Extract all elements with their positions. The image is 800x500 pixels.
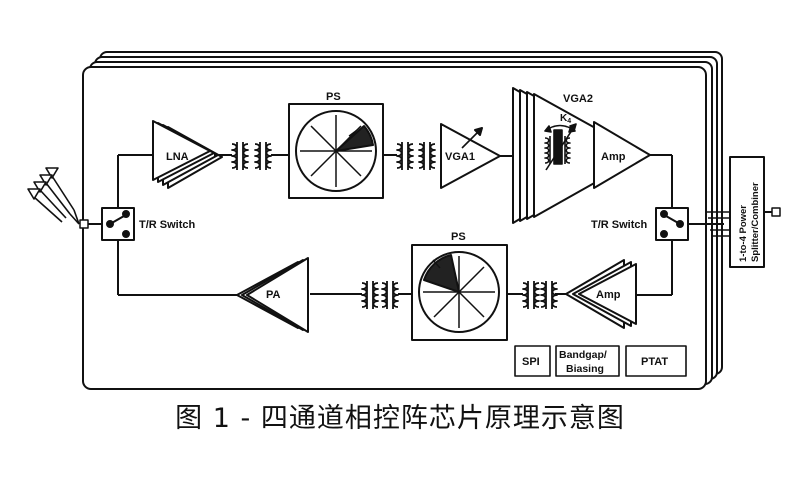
label-tr-switch-left: T/R Switch bbox=[139, 219, 196, 231]
figure-caption: 图 1 - 四通道相控阵芯片原理示意图 bbox=[175, 403, 625, 434]
antenna-array-icon bbox=[27, 167, 80, 225]
label-ps-top: PS bbox=[326, 91, 341, 103]
lna-amplifier-icon bbox=[152, 120, 223, 189]
label-splitter-line2: Splitter/Combiner bbox=[750, 182, 761, 262]
rf-port-left bbox=[79, 219, 89, 229]
tr-switch-left-icon bbox=[101, 207, 135, 241]
ptat-block bbox=[625, 345, 687, 377]
label-vga2: VGA2 bbox=[563, 93, 593, 105]
vga2-transformer-icon bbox=[544, 123, 577, 171]
label-splitter-line1: 1-to-4 Power bbox=[738, 205, 749, 262]
label-amp-bottom: Amp bbox=[596, 289, 621, 301]
spi-block bbox=[514, 345, 551, 377]
vga1-amplifier-icon bbox=[440, 123, 501, 189]
phase-shifter-top-icon bbox=[288, 103, 384, 199]
label-vga1: VGA1 bbox=[445, 151, 475, 163]
bandgap-block bbox=[555, 345, 620, 377]
label-spi: SPI bbox=[522, 356, 540, 368]
label-lna: LNA bbox=[166, 151, 189, 163]
label-tr-switch-right: T/R Switch bbox=[591, 219, 648, 231]
label-ps-bottom: PS bbox=[451, 231, 466, 243]
vga2-amplifier-icon bbox=[512, 87, 645, 224]
label-bandgap-line2: Biasing bbox=[566, 363, 604, 375]
label-k4: K4 bbox=[560, 113, 571, 125]
pa-amplifier-icon bbox=[236, 257, 309, 333]
transformer-1-icon bbox=[231, 142, 272, 170]
label-bandgap-line1: Bandgap/ bbox=[559, 349, 607, 361]
label-ptat: PTAT bbox=[641, 356, 668, 368]
transformer-2-icon bbox=[396, 142, 436, 170]
label-amp-top: Amp bbox=[601, 151, 626, 163]
rx-amp-bottom-icon bbox=[565, 259, 637, 329]
vga2-output-amp-icon bbox=[593, 121, 651, 189]
tr-switch-right-icon bbox=[655, 207, 689, 241]
rf-port-right bbox=[771, 207, 781, 217]
label-pa: PA bbox=[266, 289, 281, 301]
phase-shifter-bottom-icon bbox=[411, 244, 508, 341]
